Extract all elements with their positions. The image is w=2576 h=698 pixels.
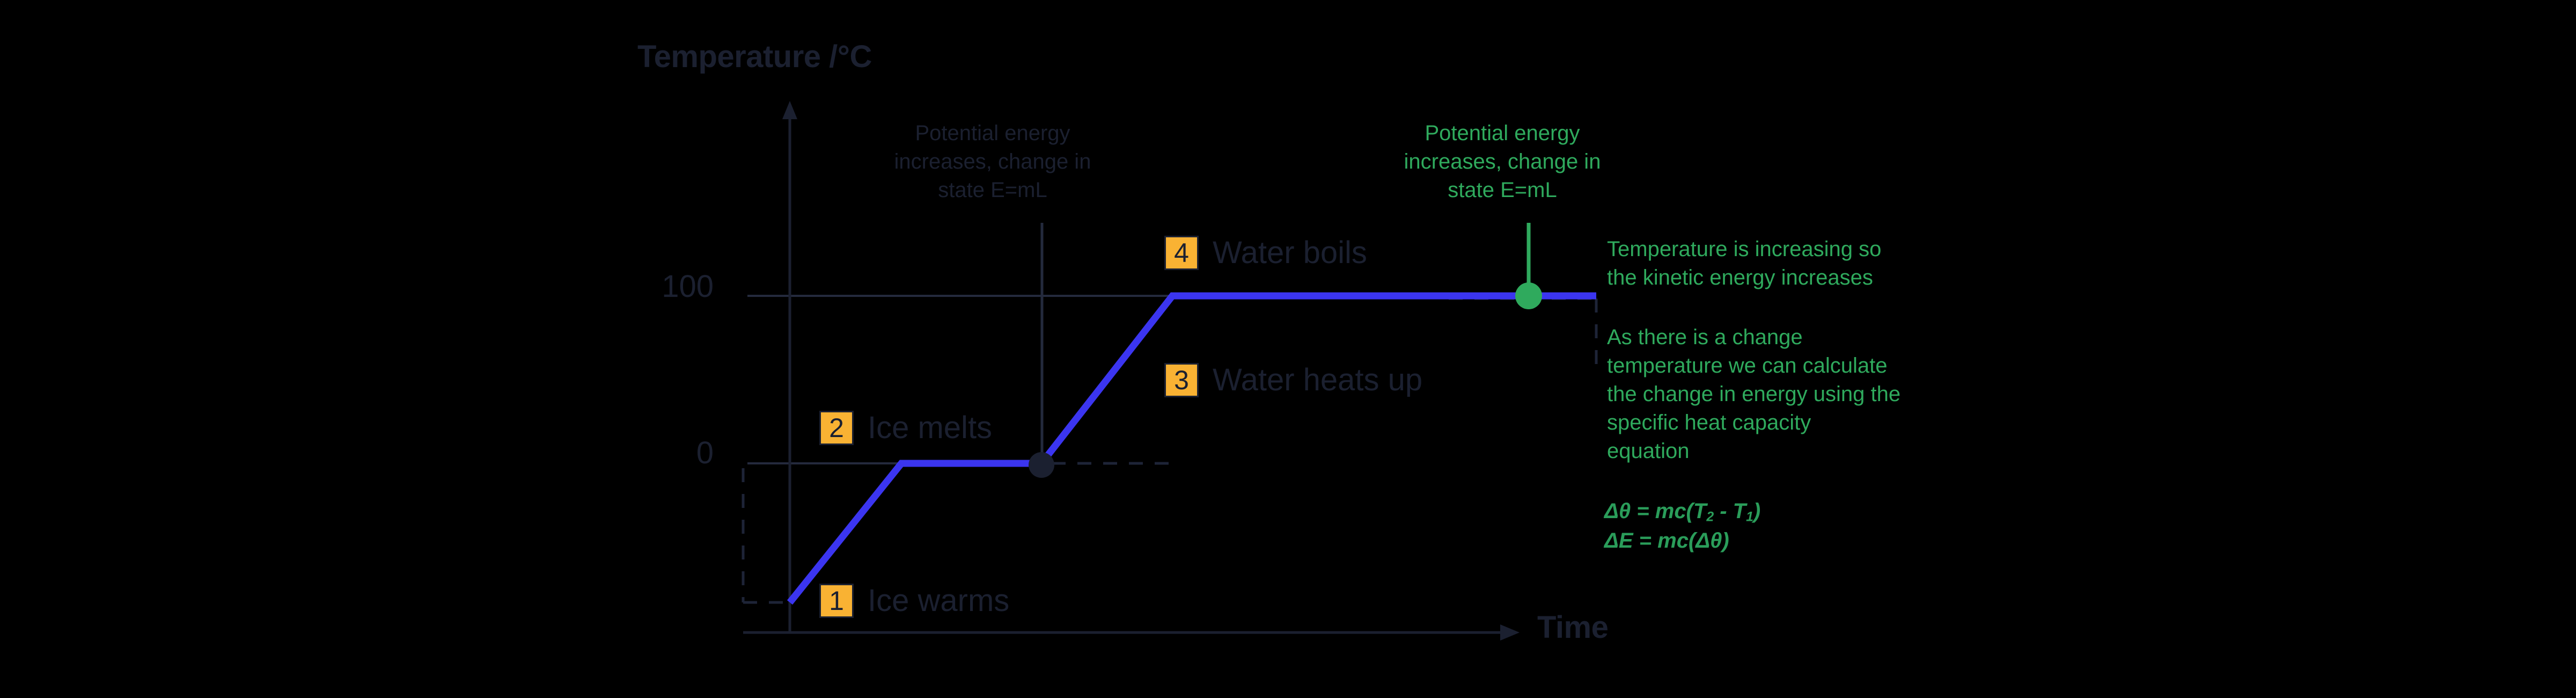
note-kinetic-energy: Temperature is increasing so the kinetic…: [1607, 237, 1882, 289]
stage-marker-3: 3 Water heats up: [1164, 362, 1422, 398]
x-axis-title: Time: [1537, 610, 1609, 645]
stage-number-badge-1: 1: [819, 583, 854, 618]
formula-delta-theta: Δθ = mc(T2 - T1): [1604, 497, 1760, 532]
formula-1-sub-1: 1: [1746, 510, 1753, 525]
marker-melting-point: [1029, 452, 1054, 478]
note-specific-heat-capacity: As there is a change temperature we can …: [1607, 325, 1901, 463]
formula-1-mid: - T: [1714, 499, 1746, 523]
stage-label-1: Ice warms: [868, 583, 1010, 618]
y-tick-100: 100: [662, 269, 714, 304]
x-axis-arrow-icon: [1500, 624, 1520, 641]
stage-marker-1: 1 Ice warms: [819, 583, 1009, 619]
stage-label-2: Ice melts: [868, 410, 993, 445]
formula-1-prefix: Δθ = mc(T: [1604, 499, 1707, 523]
stage-label-3: Water heats up: [1213, 362, 1423, 397]
formula-delta-e: ΔE = mc(Δθ): [1604, 529, 1729, 552]
stage-label-4: Water boils: [1213, 235, 1367, 270]
formula-1-suffix: ): [1753, 499, 1761, 523]
y-tick-0: 0: [696, 435, 714, 470]
formula-1-sub-2: 2: [1706, 510, 1714, 525]
y-axis-arrow-icon: [782, 101, 797, 119]
stage-number-badge-2: 2: [819, 410, 854, 445]
stage-marker-4: 4 Water boils: [1164, 235, 1367, 271]
stage-marker-2: 2 Ice melts: [819, 410, 992, 446]
annotation-melting: Potential energy increases, change in st…: [894, 121, 1091, 202]
stage-number-badge-3: 3: [1164, 362, 1199, 397]
stage-number-badge-4: 4: [1164, 235, 1199, 270]
y-axis-title: Temperature /°C: [637, 39, 872, 74]
marker-boiling-point: [1515, 282, 1542, 309]
annotation-boiling: Potential energy increases, change in st…: [1404, 121, 1601, 202]
temperature-curve: [787, 292, 1596, 605]
